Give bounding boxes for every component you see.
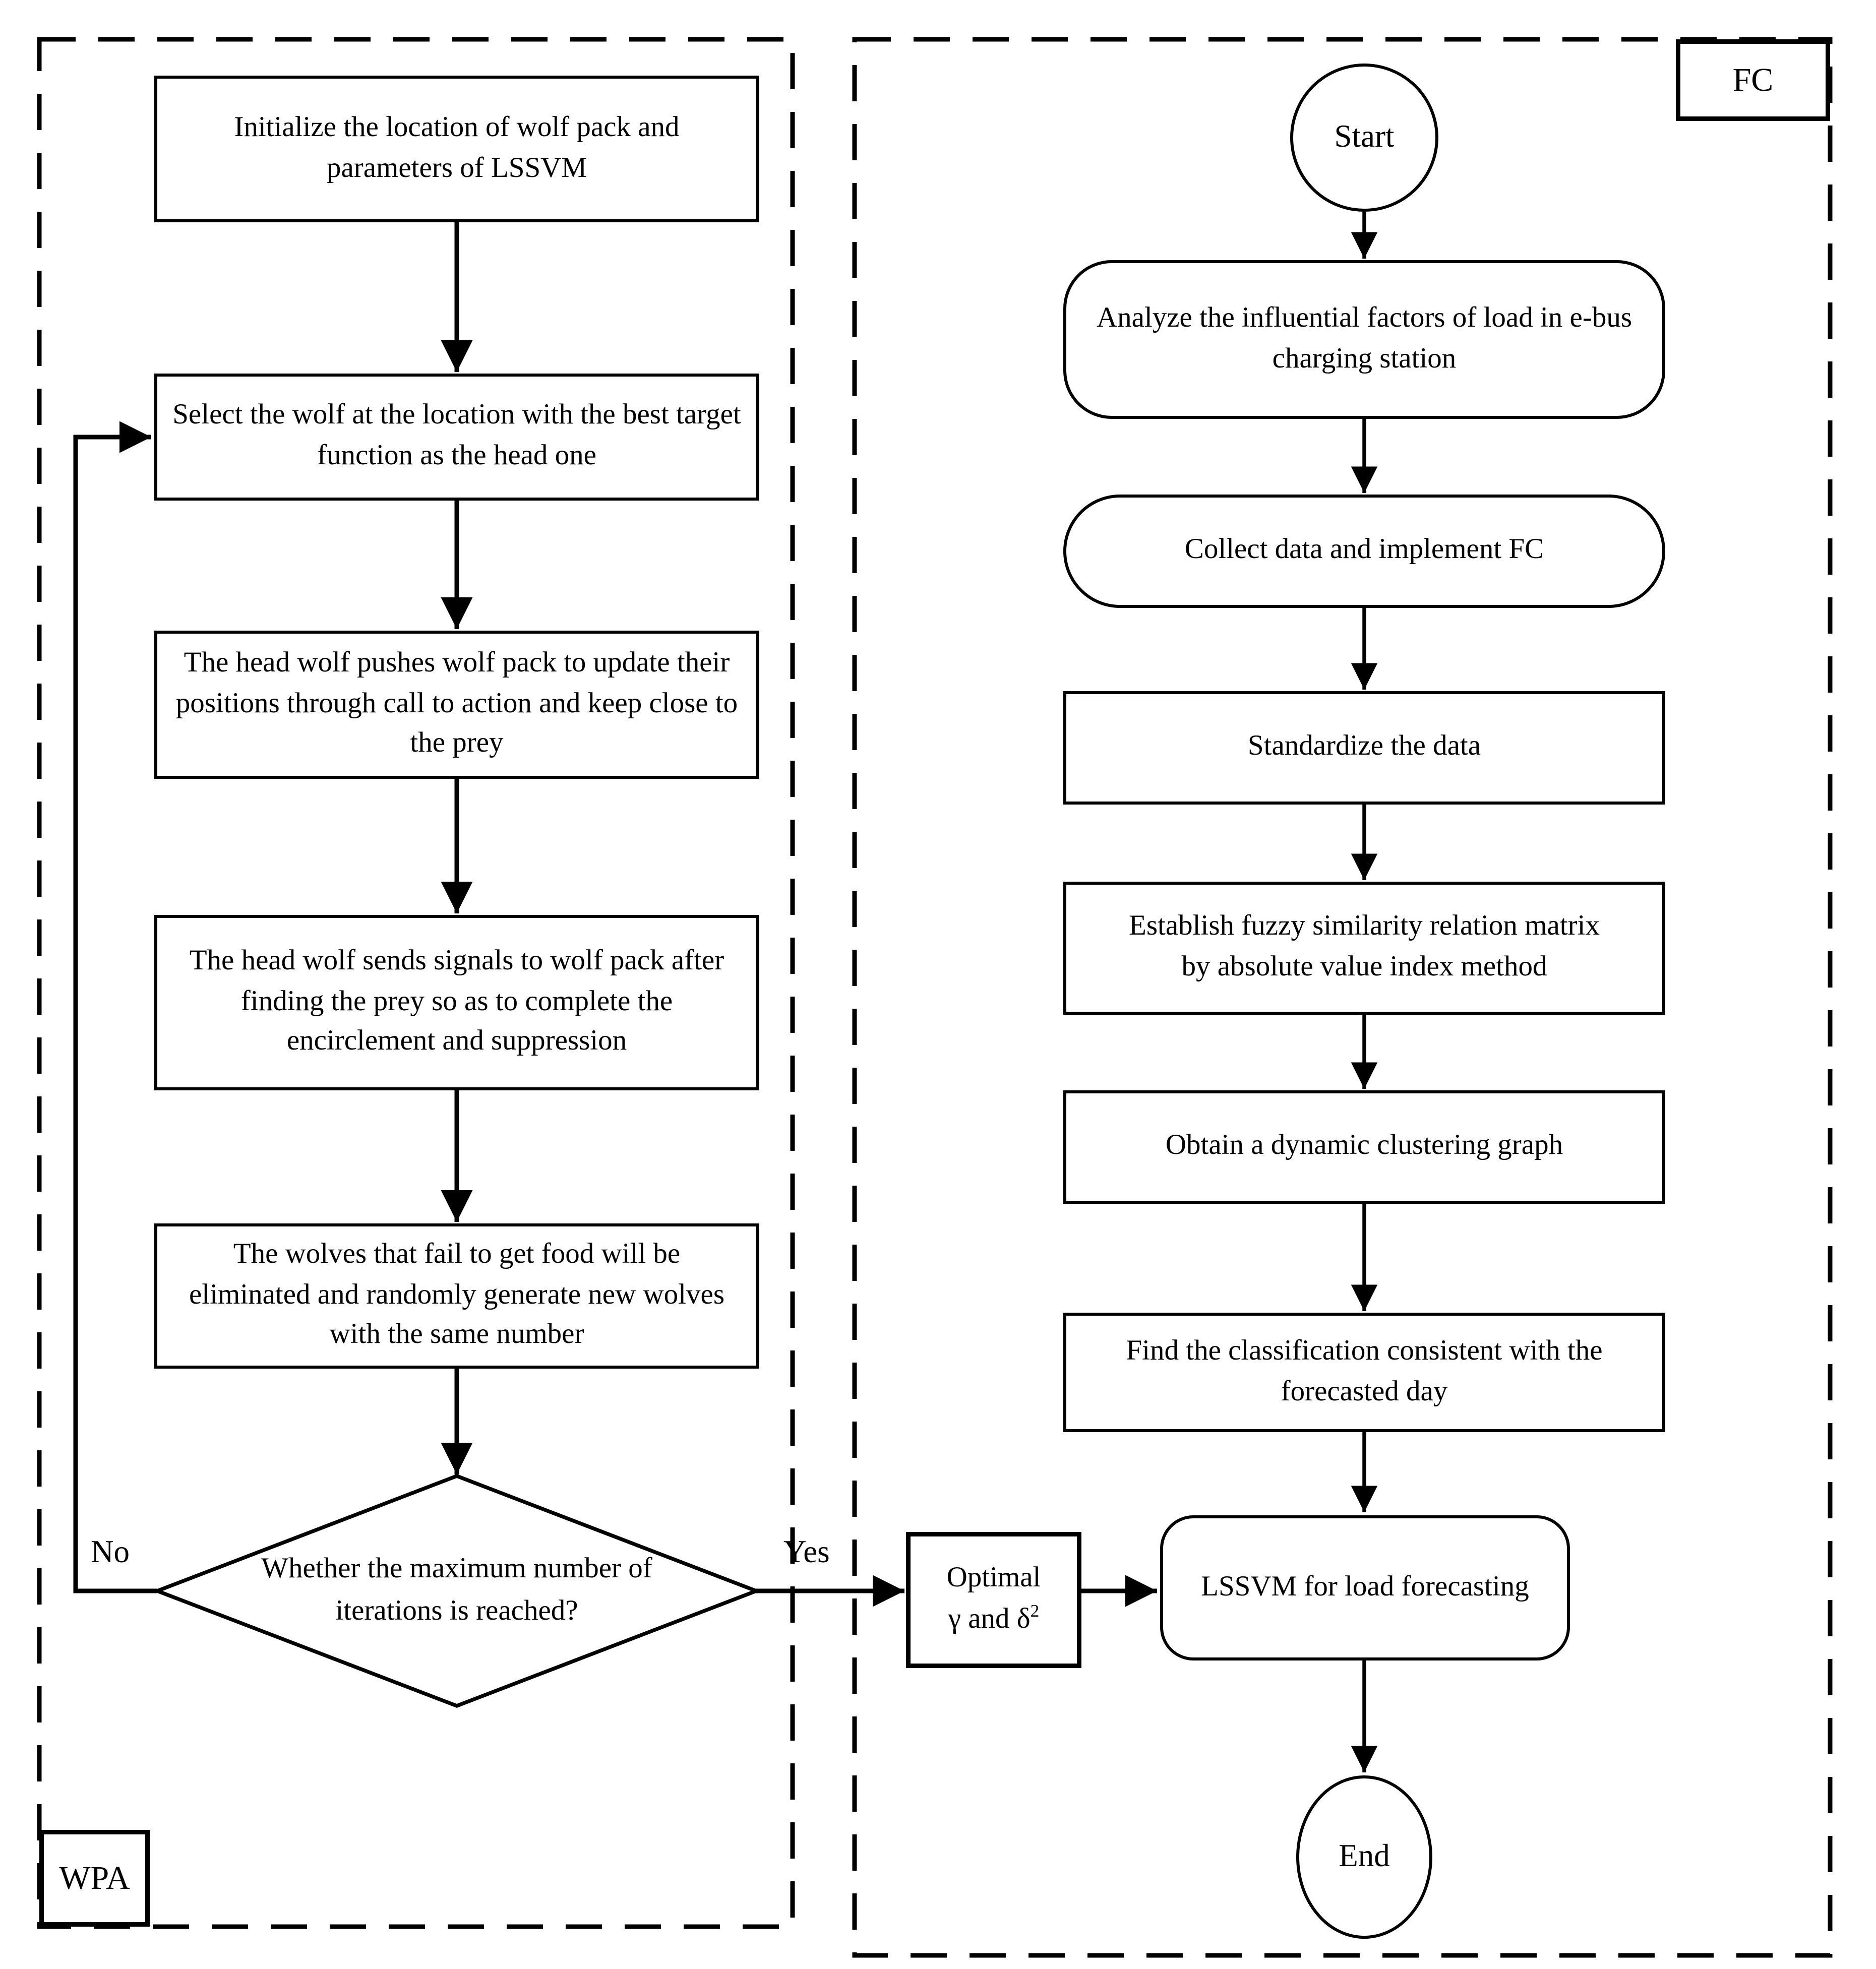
step-standardize-data: Standardize the data	[1063, 691, 1665, 805]
step-find-classification-label: Find the classification consistent with …	[1126, 1334, 1603, 1407]
decision-max-iterations: Whether the maximum number of iterations…	[230, 1497, 684, 1685]
step-establish-matrix: Establish fuzzy similarity relation matr…	[1063, 882, 1665, 1015]
step-send-signals-label: The head wolf sends signals to wolf pack…	[189, 944, 724, 1058]
terminator-start: Start	[1290, 64, 1438, 212]
fc-region-label: FC	[1732, 60, 1774, 98]
decision-diamond	[152, 1473, 762, 1708]
step-select-head-wolf: Select the wolf at the location with the…	[154, 374, 759, 501]
step-lssvm-forecasting: LSSVM for load forecasting	[1160, 1515, 1570, 1660]
step-lssvm-forecasting-label: LSSVM for load forecasting	[1201, 1570, 1529, 1603]
step-analyze-factors-label: Analyze the influential factors of load …	[1096, 301, 1632, 375]
terminator-end: End	[1296, 1775, 1432, 1939]
step-push-wolf-pack: The head wolf pushes wolf pack to update…	[154, 631, 759, 779]
step-find-classification: Find the classification consistent with …	[1063, 1313, 1665, 1432]
step-send-signals: The head wolf sends signals to wolf pack…	[154, 915, 759, 1090]
step-standardize-data-label: Standardize the data	[1247, 730, 1481, 763]
step-analyze-factors: Analyze the influential factors of load …	[1063, 260, 1665, 419]
connector-no-feedback	[73, 421, 157, 1593]
step-collect-data-label: Collect data and implement FC	[1184, 534, 1544, 566]
terminator-start-label: Start	[1334, 118, 1395, 155]
step-initialize-label: Initialize the location of wolf pack and…	[234, 111, 680, 184]
wpa-region-label-box: WPA	[39, 1830, 150, 1927]
step-optimal-parameters: Optimal γ and δ2	[906, 1532, 1081, 1668]
step-push-wolf-pack-label: The head wolf pushes wolf pack to update…	[175, 646, 738, 760]
delta-symbol: δ	[1016, 1603, 1031, 1635]
step-select-head-wolf-label: Select the wolf at the location with the…	[172, 399, 741, 472]
branch-yes-label: Yes	[783, 1533, 830, 1570]
fc-region-label-box: FC	[1676, 39, 1830, 121]
step-initialize: Initialize the location of wolf pack and…	[154, 76, 759, 222]
step-obtain-clustering-graph: Obtain a dynamic clustering graph	[1063, 1090, 1665, 1204]
step-eliminate-wolves-label: The wolves that fail to get food will be…	[189, 1238, 724, 1351]
gamma-symbol: γ	[948, 1603, 961, 1635]
terminator-end-label: End	[1339, 1837, 1390, 1874]
step-establish-matrix-label: Establish fuzzy similarity relation matr…	[1129, 910, 1600, 983]
step-obtain-clustering-graph-label: Obtain a dynamic clustering graph	[1165, 1130, 1563, 1162]
fc-dashed-border	[852, 37, 1833, 1958]
optimal-parameters-text: Optimal γ and δ2	[946, 1562, 1041, 1635]
wpa-dashed-border	[37, 37, 795, 1929]
branch-no-label: No	[91, 1533, 130, 1570]
wpa-region-label: WPA	[59, 1859, 130, 1896]
step-eliminate-wolves: The wolves that fail to get food will be…	[154, 1223, 759, 1369]
step-collect-data: Collect data and implement FC	[1063, 495, 1665, 608]
decision-max-iterations-label: Whether the maximum number of iterations…	[261, 1554, 652, 1627]
delta-exponent: 2	[1030, 1601, 1040, 1621]
